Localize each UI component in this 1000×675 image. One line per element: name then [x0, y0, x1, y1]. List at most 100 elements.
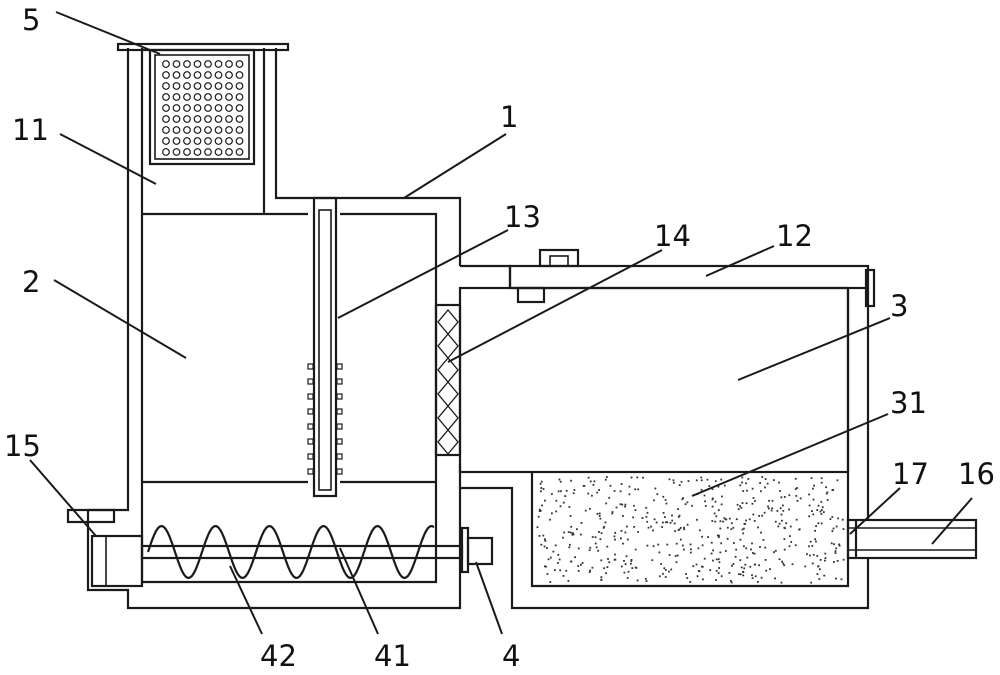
- medium-speck: [680, 480, 683, 483]
- medium-speck: [752, 513, 755, 516]
- medium-speck: [739, 505, 741, 508]
- medium-speck: [741, 502, 744, 504]
- medium-speck: [564, 495, 567, 497]
- medium-speck: [677, 508, 679, 510]
- medium-speck: [761, 514, 764, 517]
- medium-speck: [711, 520, 714, 522]
- medium-speck: [664, 576, 667, 578]
- basket-hole: [204, 137, 212, 145]
- medium-speck: [798, 528, 800, 531]
- medium-speck: [613, 490, 616, 492]
- medium-speck: [641, 517, 644, 519]
- medium-speck: [672, 479, 675, 482]
- medium-speck: [791, 563, 794, 566]
- medium-speck: [621, 503, 624, 506]
- medium-speck: [812, 553, 815, 556]
- medium-speck: [768, 499, 770, 502]
- medium-speck: [745, 502, 748, 505]
- medium-speck: [842, 528, 845, 530]
- medium-speck: [778, 522, 781, 525]
- medium-speck: [838, 543, 840, 546]
- medium-speck: [551, 512, 553, 515]
- medium-speck: [547, 558, 550, 561]
- medium-speck: [658, 551, 661, 554]
- medium-speck: [764, 559, 767, 561]
- medium-speck: [753, 552, 756, 555]
- medium-speck: [570, 560, 572, 563]
- motor: [466, 536, 494, 566]
- medium-speck: [726, 537, 729, 540]
- pipe-hole: [336, 438, 343, 445]
- mesh-cell: [437, 308, 459, 336]
- medium-speck: [773, 479, 775, 481]
- medium-speck: [674, 555, 677, 557]
- basket-hole: [235, 71, 244, 79]
- medium-speck: [703, 557, 706, 560]
- medium-speck: [720, 478, 723, 481]
- medium-speck: [784, 527, 786, 530]
- medium-speck: [637, 488, 640, 491]
- medium-speck: [819, 510, 822, 513]
- medium-speck: [824, 559, 826, 562]
- medium-speck: [809, 554, 811, 557]
- medium-speck: [598, 512, 601, 515]
- basket-hole: [172, 104, 181, 112]
- basket-hole: [225, 137, 233, 145]
- basket-hole: [235, 104, 244, 112]
- medium-speck: [567, 531, 570, 533]
- screw-conveyor: [140, 524, 494, 580]
- medium-speck: [779, 490, 781, 492]
- medium-speck: [540, 490, 542, 493]
- medium-speck: [555, 510, 558, 513]
- medium-speck: [544, 499, 546, 502]
- basket-hole: [193, 104, 202, 112]
- medium-speck: [554, 544, 557, 547]
- medium-speck: [751, 502, 754, 505]
- label-12: 12: [776, 219, 813, 253]
- medium-speck: [751, 487, 754, 490]
- medium-speck: [560, 490, 562, 493]
- medium-speck: [821, 506, 824, 509]
- medium-speck: [709, 569, 712, 571]
- medium-speck: [808, 545, 810, 548]
- medium-speck: [620, 537, 622, 540]
- medium-speck: [752, 497, 755, 499]
- medium-speck: [626, 525, 628, 528]
- medium-speck: [593, 480, 596, 483]
- medium-speck: [723, 484, 726, 487]
- mesh-cell: [437, 380, 459, 408]
- medium-speck: [582, 485, 585, 487]
- medium-speck: [739, 484, 742, 487]
- basket-hole: [193, 148, 202, 156]
- medium-speck: [646, 511, 649, 514]
- medium-speck: [559, 505, 562, 508]
- medium-speck: [594, 536, 597, 539]
- medium-speck: [624, 503, 627, 506]
- medium-speck: [835, 577, 837, 580]
- basket-hole: [172, 60, 181, 68]
- medium-speck: [810, 477, 813, 479]
- medium-speck: [714, 500, 717, 503]
- basket-hole: [204, 71, 212, 79]
- medium-speck: [596, 491, 599, 494]
- medium-speck: [730, 528, 733, 531]
- medium-speck: [788, 508, 790, 511]
- medium-speck: [708, 485, 711, 487]
- medium-speck: [782, 504, 784, 507]
- medium-speck: [562, 501, 565, 504]
- medium-speck: [717, 509, 720, 511]
- medium-speck: [695, 563, 698, 566]
- basket-hole: [225, 115, 233, 123]
- medium-speck: [559, 569, 562, 572]
- medium-speck: [796, 500, 799, 502]
- medium-speck: [717, 485, 720, 488]
- medium-speck: [714, 520, 717, 523]
- medium-speck: [771, 507, 773, 510]
- medium-speck: [764, 486, 766, 489]
- medium-speck: [732, 526, 735, 529]
- filter-screen: [434, 303, 462, 457]
- medium-speck: [745, 547, 748, 550]
- medium-speck: [562, 536, 564, 539]
- medium-speck: [808, 504, 811, 507]
- basket-hole: [162, 137, 170, 145]
